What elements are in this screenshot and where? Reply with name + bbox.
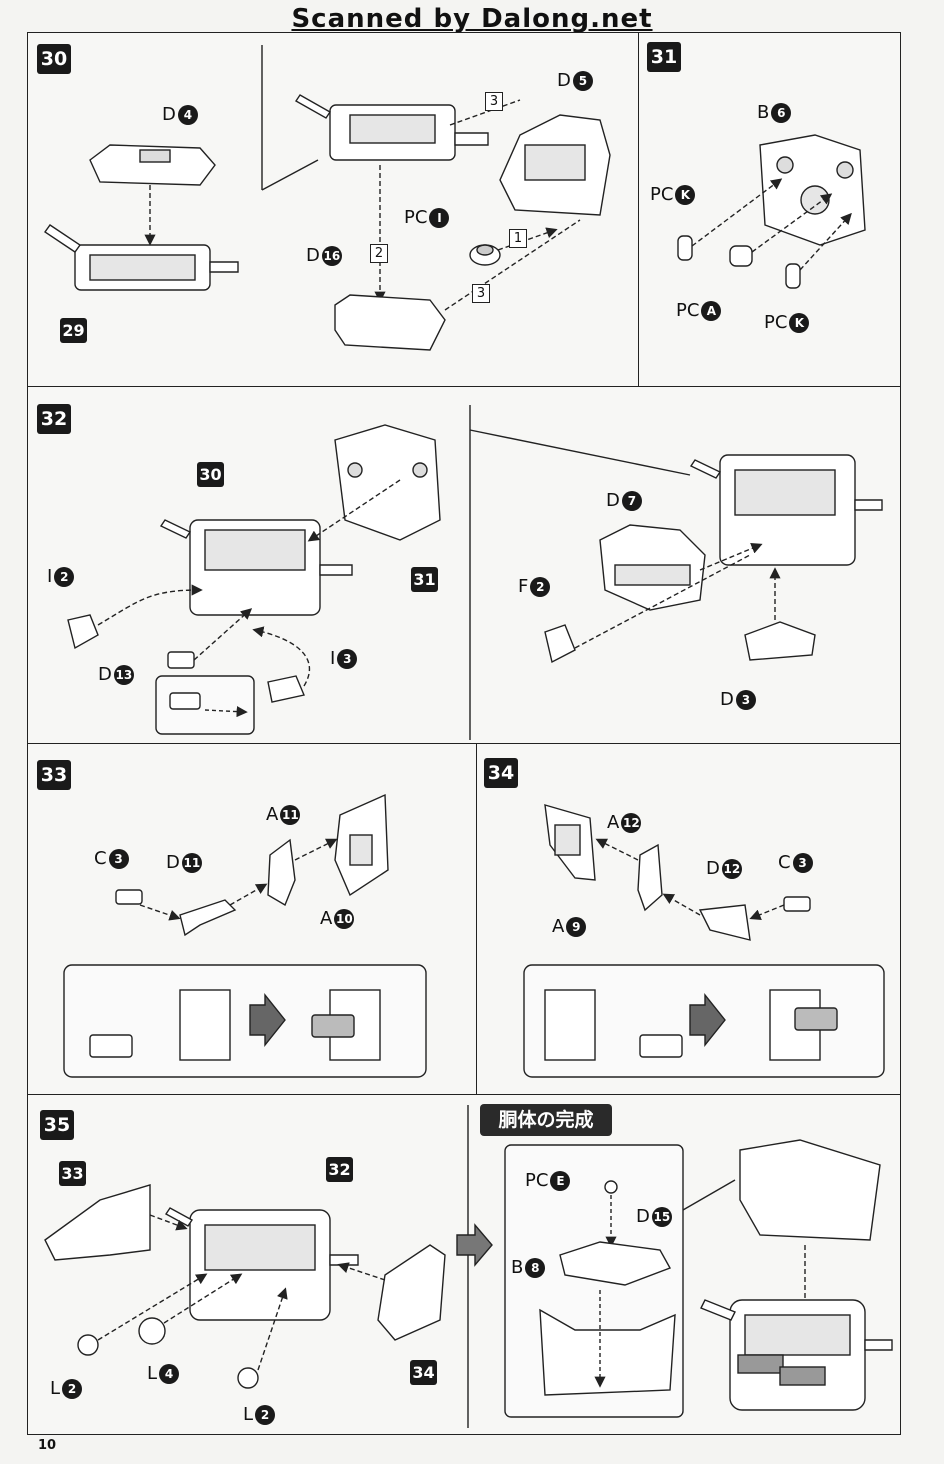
ref-32: 32 — [326, 1157, 353, 1182]
order-mark-3a: 3 — [485, 92, 503, 111]
ref-30: 30 — [197, 462, 224, 487]
step-number-31: 31 — [647, 42, 681, 72]
step-number-34: 34 — [484, 758, 518, 788]
ref-31: 31 — [411, 567, 438, 592]
panel-step-34 — [476, 743, 901, 1095]
step-number-35: 35 — [40, 1110, 74, 1140]
step-number-30: 30 — [37, 44, 71, 74]
scan-credit-header: Scanned by Dalong.net — [291, 4, 653, 34]
order-mark-2: 2 — [370, 244, 388, 263]
panel-step-30 — [27, 32, 639, 387]
order-mark-1: 1 — [509, 229, 527, 248]
step-number-32: 32 — [37, 404, 71, 434]
step-number-33: 33 — [37, 760, 71, 790]
page-number: 10 — [38, 1438, 57, 1453]
ref-33: 33 — [59, 1161, 86, 1186]
ref-34: 34 — [410, 1360, 437, 1385]
panel-step-31 — [638, 32, 901, 387]
ref-29: 29 — [60, 318, 87, 343]
order-mark-3b: 3 — [472, 284, 490, 303]
torso-completion-title: 胴体の完成 — [480, 1104, 612, 1136]
panel-step-32 — [27, 386, 901, 744]
panel-step-33 — [27, 743, 477, 1095]
